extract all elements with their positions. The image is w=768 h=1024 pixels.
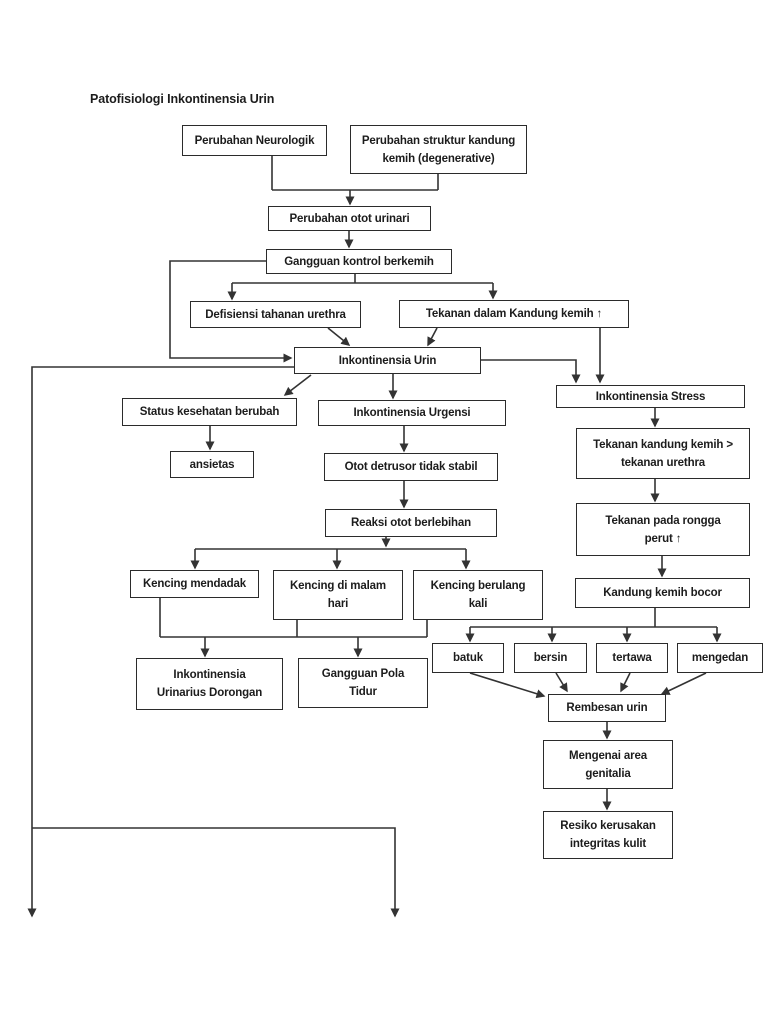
connector-gangguan-kontrol-berkemih-to-inkontinensia-urin <box>169 260 293 363</box>
flow-node-tekanan-pada-rongga-perut: Tekanan pada rongga perut ↑ <box>576 503 750 556</box>
flow-node-tekanan-dalam-kandung-kemih: Tekanan dalam Kandung kemih ↑ <box>399 300 629 328</box>
connector-off-page-left-to-off-page-center <box>32 827 400 918</box>
flow-node-defisiensi-tahanan-urethra: Defisiensi tahanan urethra <box>190 301 361 328</box>
flow-node-tekanan-kandung-lebih-urethra: Tekanan kandung kemih > tekanan urethra <box>576 428 750 479</box>
flow-node-kencing-di-malam-hari: Kencing di malam hari <box>273 570 403 620</box>
connector-mengedan-to-rembesan-urin <box>660 672 707 695</box>
connector-inkontinensia-urin-to-off-page-left <box>27 366 294 918</box>
flow-node-mengedan: mengedan <box>677 643 763 673</box>
flow-node-inkontinensia-stress: Inkontinensia Stress <box>556 385 745 408</box>
flow-node-perubahan-struktur-kandung-kemih: Perubahan struktur kandung kemih (degene… <box>350 125 527 174</box>
flow-node-perubahan-otot-urinari: Perubahan otot urinari <box>268 206 431 231</box>
flow-node-kandung-kemih-bocor: Kandung kemih bocor <box>575 578 750 608</box>
flow-node-rembesan-urin: Rembesan urin <box>548 694 666 722</box>
flow-node-batuk: batuk <box>432 643 504 673</box>
flow-node-perubahan-neurologik: Perubahan Neurologik <box>182 125 327 156</box>
flow-node-gangguan-kontrol-berkemih: Gangguan kontrol berkemih <box>266 249 452 274</box>
diagram-title: Patofisiologi Inkontinensia Urin <box>90 92 275 106</box>
flow-node-gangguan-pola-tidur: Gangguan Pola Tidur <box>298 658 428 708</box>
flow-node-kencing-berulang-kali: Kencing berulang kali <box>413 570 543 620</box>
flow-node-kencing-mendadak: Kencing mendadak <box>130 570 259 598</box>
flow-node-inkontinensia-urin: Inkontinensia Urin <box>294 347 481 374</box>
flow-node-inkontinensia-urinarius-dorongan: Inkontinensia Urinarius Dorongan <box>136 658 283 710</box>
flow-node-ansietas: ansietas <box>170 451 254 478</box>
flow-node-tertawa: tertawa <box>596 643 668 673</box>
flow-node-resiko-kerusakan-integritas-kulit: Resiko kerusakan integritas kulit <box>543 811 673 859</box>
flow-node-mengenai-area-genitalia: Mengenai area genitalia <box>543 740 673 789</box>
flow-node-status-kesehatan-berubah: Status kesehatan berubah <box>122 398 297 426</box>
flow-node-bersin: bersin <box>514 643 587 673</box>
flow-node-reaksi-otot-berlebihan: Reaksi otot berlebihan <box>325 509 497 537</box>
connector-tekanan-dalam-kandung-kemih-to-inkontinensia-urin <box>427 327 438 347</box>
connector-batuk-to-rembesan-urin <box>469 672 546 699</box>
connector-tertawa-to-rembesan-urin <box>620 672 631 693</box>
connector-inkontinensia-urin-to-inkontinensia-stress <box>481 359 581 384</box>
connector-inkontinensia-urin-to-status-kesehatan-berubah <box>283 374 312 396</box>
connector-bersin-to-rembesan-urin <box>555 672 568 693</box>
flow-node-otot-detrusor-tidak-stabil: Otot detrusor tidak stabil <box>324 453 498 481</box>
connector-defisiensi-tahanan-urethra-to-inkontinensia-urin <box>327 327 351 346</box>
flow-node-inkontinensia-urgensi: Inkontinensia Urgensi <box>318 400 506 426</box>
